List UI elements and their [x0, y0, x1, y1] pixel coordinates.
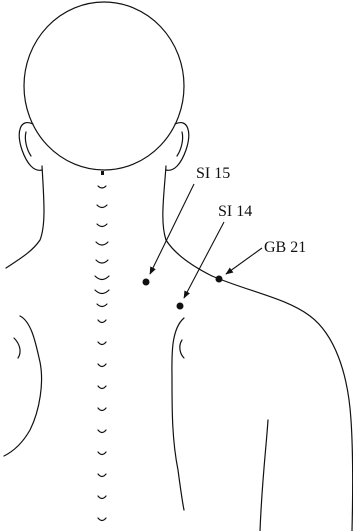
vertebra: [97, 224, 107, 227]
head-outline: [24, 2, 184, 170]
si15-label: SI 15: [196, 165, 230, 182]
neck-left: [6, 166, 44, 268]
right-shoulder: [212, 276, 353, 531]
vertebra: [97, 304, 107, 307]
vertebra: [98, 364, 106, 367]
right-ear: [166, 123, 189, 171]
point-si14: SI 14: [177, 203, 253, 310]
right-ear-inner: [177, 132, 183, 156]
left-ear-inner: [25, 132, 31, 156]
vertebra: [98, 452, 106, 455]
right-scapula: [172, 318, 184, 510]
vertebra: [98, 320, 106, 323]
vertebra: [98, 408, 106, 411]
vertebra: [98, 386, 106, 389]
si14-label: SI 14: [218, 203, 252, 220]
vertebra: [98, 496, 106, 499]
point-si15: SI 15: [143, 165, 231, 286]
vertebra: [96, 260, 108, 263]
si15-dot: [143, 279, 150, 286]
gb21-dot: [216, 276, 223, 283]
left-ear: [19, 123, 42, 171]
left-scapula: [4, 316, 42, 456]
vertebra: [96, 242, 108, 245]
spine: [95, 171, 109, 521]
right-scapula-inner: [180, 340, 184, 358]
vertebra: [98, 518, 106, 521]
left-scapula-inner: [14, 338, 20, 358]
right-arm-inner: [260, 420, 268, 531]
vertebra: [97, 205, 107, 208]
si14-pointer: [184, 222, 224, 298]
vertebra: [98, 430, 106, 433]
vertebra: [98, 186, 106, 188]
gb21-pointer: [226, 248, 262, 274]
vertebra: [98, 474, 106, 477]
point-gb21: GB 21: [216, 239, 307, 283]
vertebra: [95, 290, 109, 294]
vertebra: [95, 276, 109, 280]
spine-top-mark: [101, 171, 104, 175]
si14-dot: [177, 303, 184, 310]
vertebra: [98, 342, 106, 345]
gb21-label: GB 21: [264, 239, 306, 256]
si15-pointer: [150, 184, 194, 274]
